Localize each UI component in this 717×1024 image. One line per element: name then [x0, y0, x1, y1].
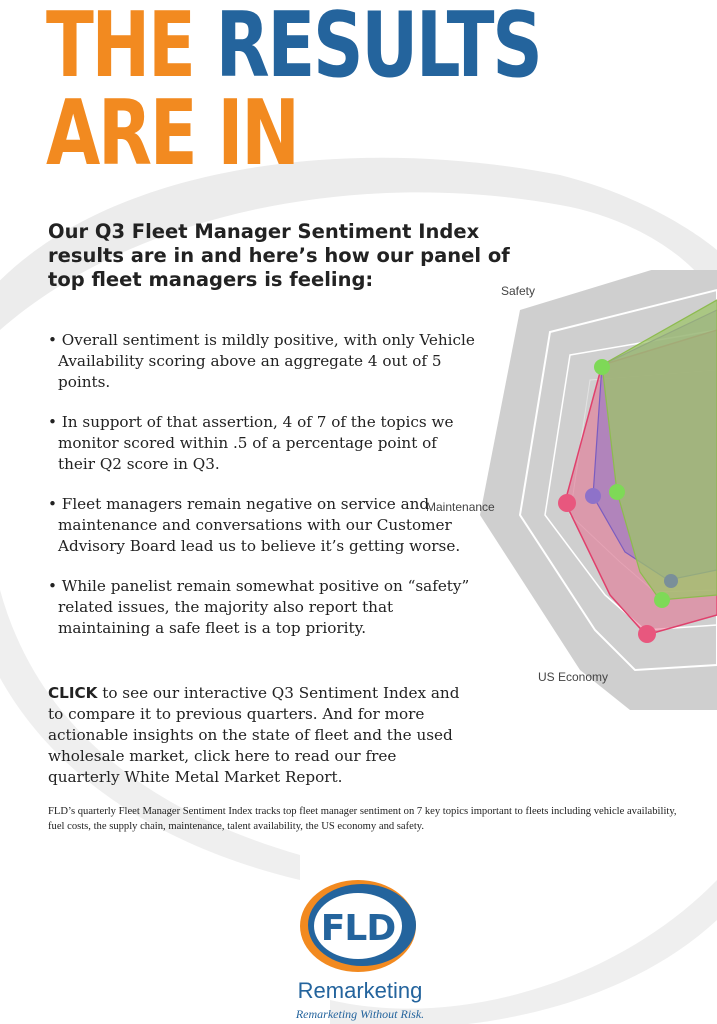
headline-are-in: ARE IN [46, 81, 300, 186]
logo-mark: FLD [321, 908, 395, 949]
data-point [654, 592, 670, 608]
finding-item: • Fleet managers remain negative on serv… [48, 495, 461, 555]
data-point [585, 488, 601, 504]
data-point [664, 574, 678, 588]
radar-chart: Safety Maintenance US Economy [426, 270, 717, 710]
finding-item: • Overall sentiment is mildly positive, … [48, 331, 475, 391]
logo-brand: Remarketing [298, 978, 423, 1003]
data-point [609, 484, 625, 500]
headline: THE RESULTS ARE IN [46, 0, 543, 186]
data-point [638, 625, 656, 643]
headline-the: THE [46, 0, 196, 98]
axis-label-us-economy: US Economy [538, 670, 608, 684]
logo-inner [314, 893, 402, 959]
cta-text[interactable]: to see our interactive Q3 Sentiment Inde… [48, 684, 460, 786]
click-link[interactable]: CLICK [48, 684, 98, 702]
data-point [594, 359, 610, 375]
radar-ring [518, 288, 717, 672]
cta-paragraph: CLICK to see our interactive Q3 Sentimen… [48, 683, 468, 788]
axis-label-safety: Safety [501, 284, 535, 298]
footnote: FLD’s quarterly Fleet Manager Sentiment … [48, 806, 677, 832]
intro-text: Our Q3 Fleet Manager Sentiment Index res… [48, 220, 510, 291]
data-point [558, 494, 576, 512]
finding-item: • While panelist remain somewhat positiv… [48, 577, 470, 637]
headline-results: RESULTS [215, 0, 543, 98]
fld-logo[interactable]: FLD Remarketing Remarketing Without Risk… [280, 868, 440, 1024]
finding-item: • In support of that assertion, 4 of 7 o… [48, 413, 454, 473]
findings-list: • Overall sentiment is mildly positive, … [48, 330, 478, 658]
axis-label-maintenance: Maintenance [426, 500, 495, 514]
logo-tagline: Remarketing Without Risk. [295, 1007, 424, 1021]
